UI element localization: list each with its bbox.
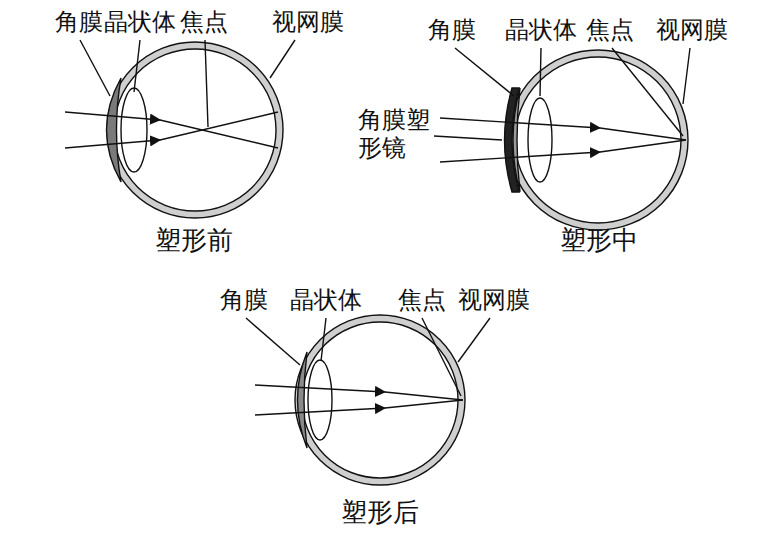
part-label: 视网膜 bbox=[272, 8, 344, 36]
part-label: 晶状体 bbox=[290, 286, 362, 314]
part-label: 角膜 bbox=[220, 286, 268, 314]
part-label: 视网膜 bbox=[656, 16, 728, 44]
part-label: 晶状体 bbox=[104, 8, 176, 36]
part-label: 角膜塑形镜 bbox=[358, 106, 431, 162]
part-label: 角膜 bbox=[55, 8, 103, 36]
sub-caption: 塑形中 bbox=[560, 226, 638, 254]
part-label: 晶状体 bbox=[505, 16, 577, 44]
sub-caption: 塑形后 bbox=[341, 498, 419, 526]
part-label: 视网膜 bbox=[458, 286, 530, 314]
sub-caption: 塑形前 bbox=[155, 226, 233, 254]
part-label: 角膜 bbox=[428, 16, 476, 44]
part-label: 焦点 bbox=[180, 8, 228, 36]
part-label: 焦点 bbox=[586, 16, 634, 44]
part-label: 焦点 bbox=[398, 286, 446, 314]
